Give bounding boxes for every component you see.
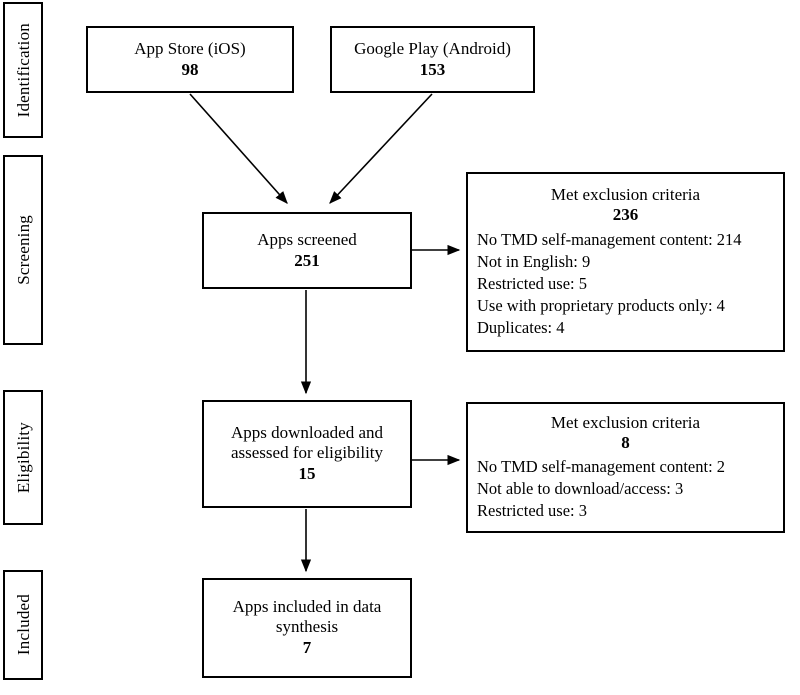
eligibility-assessed-count: 15 bbox=[298, 464, 316, 484]
stage-label-included: Included bbox=[13, 594, 33, 656]
excluded-screening-title: Met exclusion criteria bbox=[550, 185, 701, 205]
source-box-app-store: App Store (iOS) 98 bbox=[86, 26, 294, 93]
list-item: No TMD self-management content: 2 bbox=[477, 457, 726, 477]
source-count-app-store: 98 bbox=[181, 59, 199, 79]
included-synthesis-box: Apps included in data synthesis 7 bbox=[202, 578, 412, 678]
stage-box-eligibility: Eligibility bbox=[3, 390, 43, 525]
excluded-eligibility-box: Met exclusion criteria 8 No TMD self-man… bbox=[466, 402, 785, 533]
list-item: Not in English: 9 bbox=[477, 251, 591, 271]
screened-count: 251 bbox=[294, 250, 320, 270]
included-synthesis-title: Apps included in data synthesis bbox=[232, 597, 382, 637]
source-title-google-play: Google Play (Android) bbox=[354, 38, 511, 58]
included-synthesis-count: 7 bbox=[302, 638, 312, 658]
list-item: Use with proprietary products only: 4 bbox=[477, 295, 725, 315]
stage-label-identification: Identification bbox=[13, 22, 33, 118]
list-item: No TMD self-management content: 214 bbox=[477, 229, 742, 249]
excluded-eligibility-count: 8 bbox=[621, 432, 630, 452]
excluded-screening-box: Met exclusion criteria 236 No TMD self-m… bbox=[466, 172, 785, 352]
screened-title: Apps screened bbox=[257, 229, 357, 249]
source-box-google-play: Google Play (Android) 153 bbox=[330, 26, 535, 93]
list-item: Restricted use: 5 bbox=[477, 273, 587, 293]
list-item: Duplicates: 4 bbox=[477, 317, 565, 337]
list-item: Not able to download/access: 3 bbox=[477, 479, 684, 499]
stage-label-screening: Screening bbox=[13, 215, 33, 285]
excluded-screening-reason-list: No TMD self-management content: 214 Not … bbox=[468, 229, 783, 339]
stage-box-screening: Screening bbox=[3, 155, 43, 345]
source-title-app-store: App Store (iOS) bbox=[134, 38, 246, 58]
list-item: Restricted use: 3 bbox=[477, 501, 587, 521]
excluded-eligibility-title: Met exclusion criteria bbox=[550, 412, 701, 432]
arrow-googleplay-to-screened bbox=[329, 93, 433, 204]
stage-box-identification: Identification bbox=[3, 2, 43, 138]
excluded-screening-count: 236 bbox=[612, 205, 639, 225]
arrow-appstore-to-screened bbox=[189, 93, 288, 204]
stage-label-eligibility: Eligibility bbox=[13, 421, 33, 494]
stage-box-included: Included bbox=[3, 570, 43, 680]
eligibility-assessed-box: Apps downloaded and assessed for eligibi… bbox=[202, 400, 412, 508]
eligibility-assessed-title: Apps downloaded and assessed for eligibi… bbox=[230, 423, 384, 463]
source-count-google-play: 153 bbox=[419, 59, 446, 79]
excluded-eligibility-reason-list: No TMD self-management content: 2 Not ab… bbox=[468, 456, 783, 522]
screened-box: Apps screened 251 bbox=[202, 212, 412, 289]
